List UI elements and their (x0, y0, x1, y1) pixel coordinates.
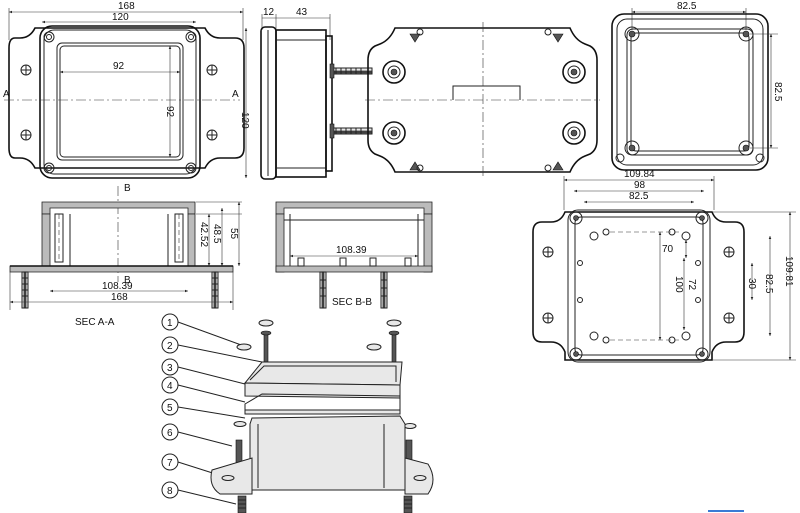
dim-lid-thickness: 12 (263, 7, 275, 18)
lid-inner-view: 82.5 82.5 (611, 1, 783, 171)
callout-5: 5 (167, 403, 173, 414)
dim-base-v-825: 82.5 (763, 274, 774, 294)
section-a-view: B 108.39 B 168 42.52 (9, 183, 242, 328)
dim-body-depth: 43 (296, 7, 308, 18)
exploded-view: 1 2 3 4 5 6 7 8 (161, 313, 434, 513)
callout-1: 1 (167, 318, 173, 329)
dim-height: 120 (239, 112, 250, 129)
dim-section-a-inner: 108.39 (102, 281, 133, 292)
dim-section-a-overall: 168 (111, 292, 128, 303)
dim-base-top-inner: 82.5 (629, 191, 649, 202)
dim-base-v-72: 72 (686, 279, 697, 291)
base-inner-view: 109.84 98 82.5 70 100 72 (532, 169, 796, 363)
top-view: 168 120 92 92 A A 120 (3, 1, 250, 179)
section-mark-a-left: A (3, 89, 10, 100)
callout-2: 2 (167, 341, 173, 352)
section-b-label: SEC B-B (332, 297, 372, 308)
dim-section-a-h1: 42.52 (198, 222, 209, 247)
callout-6: 6 (167, 428, 173, 439)
dim-base-v-overall: 109.81 (783, 256, 794, 287)
dim-section-a-h2: 48.5 (211, 224, 222, 244)
callout-8: 8 (167, 486, 173, 497)
section-a-label: SEC A-A (75, 317, 115, 328)
side-view: 12 43 (260, 7, 373, 180)
dim-lid-width: 120 (112, 12, 129, 23)
section-b-view: 108.39 SEC B-B (275, 201, 433, 309)
section-mark-a-right: A (232, 89, 239, 100)
callout-group: 1 2 3 4 5 6 7 8 (161, 313, 263, 505)
dim-base-v-100: 100 (673, 276, 684, 293)
callout-3: 3 (167, 363, 173, 374)
dim-base-v-30: 30 (746, 278, 757, 290)
dim-base-top-overall: 109.84 (624, 169, 655, 180)
dim-base-v-70: 70 (662, 244, 674, 255)
section-mark-b-top: B (124, 183, 131, 194)
dim-lid-hole-spacing-v: 82.5 (772, 82, 783, 102)
callout-4: 4 (167, 381, 173, 392)
dim-overall-width: 168 (118, 1, 135, 12)
dim-base-top-mid: 98 (634, 180, 646, 191)
dim-section-b-inner: 108.39 (336, 245, 367, 256)
dim-inner-width: 92 (113, 61, 125, 72)
section-mark-b-bottom: B (124, 275, 131, 286)
dim-section-a-h3: 55 (228, 228, 239, 240)
dim-lid-hole-spacing-h: 82.5 (677, 1, 697, 12)
dim-inner-height: 92 (164, 106, 175, 118)
base-bottom-view (365, 22, 600, 178)
callout-7: 7 (167, 458, 173, 469)
